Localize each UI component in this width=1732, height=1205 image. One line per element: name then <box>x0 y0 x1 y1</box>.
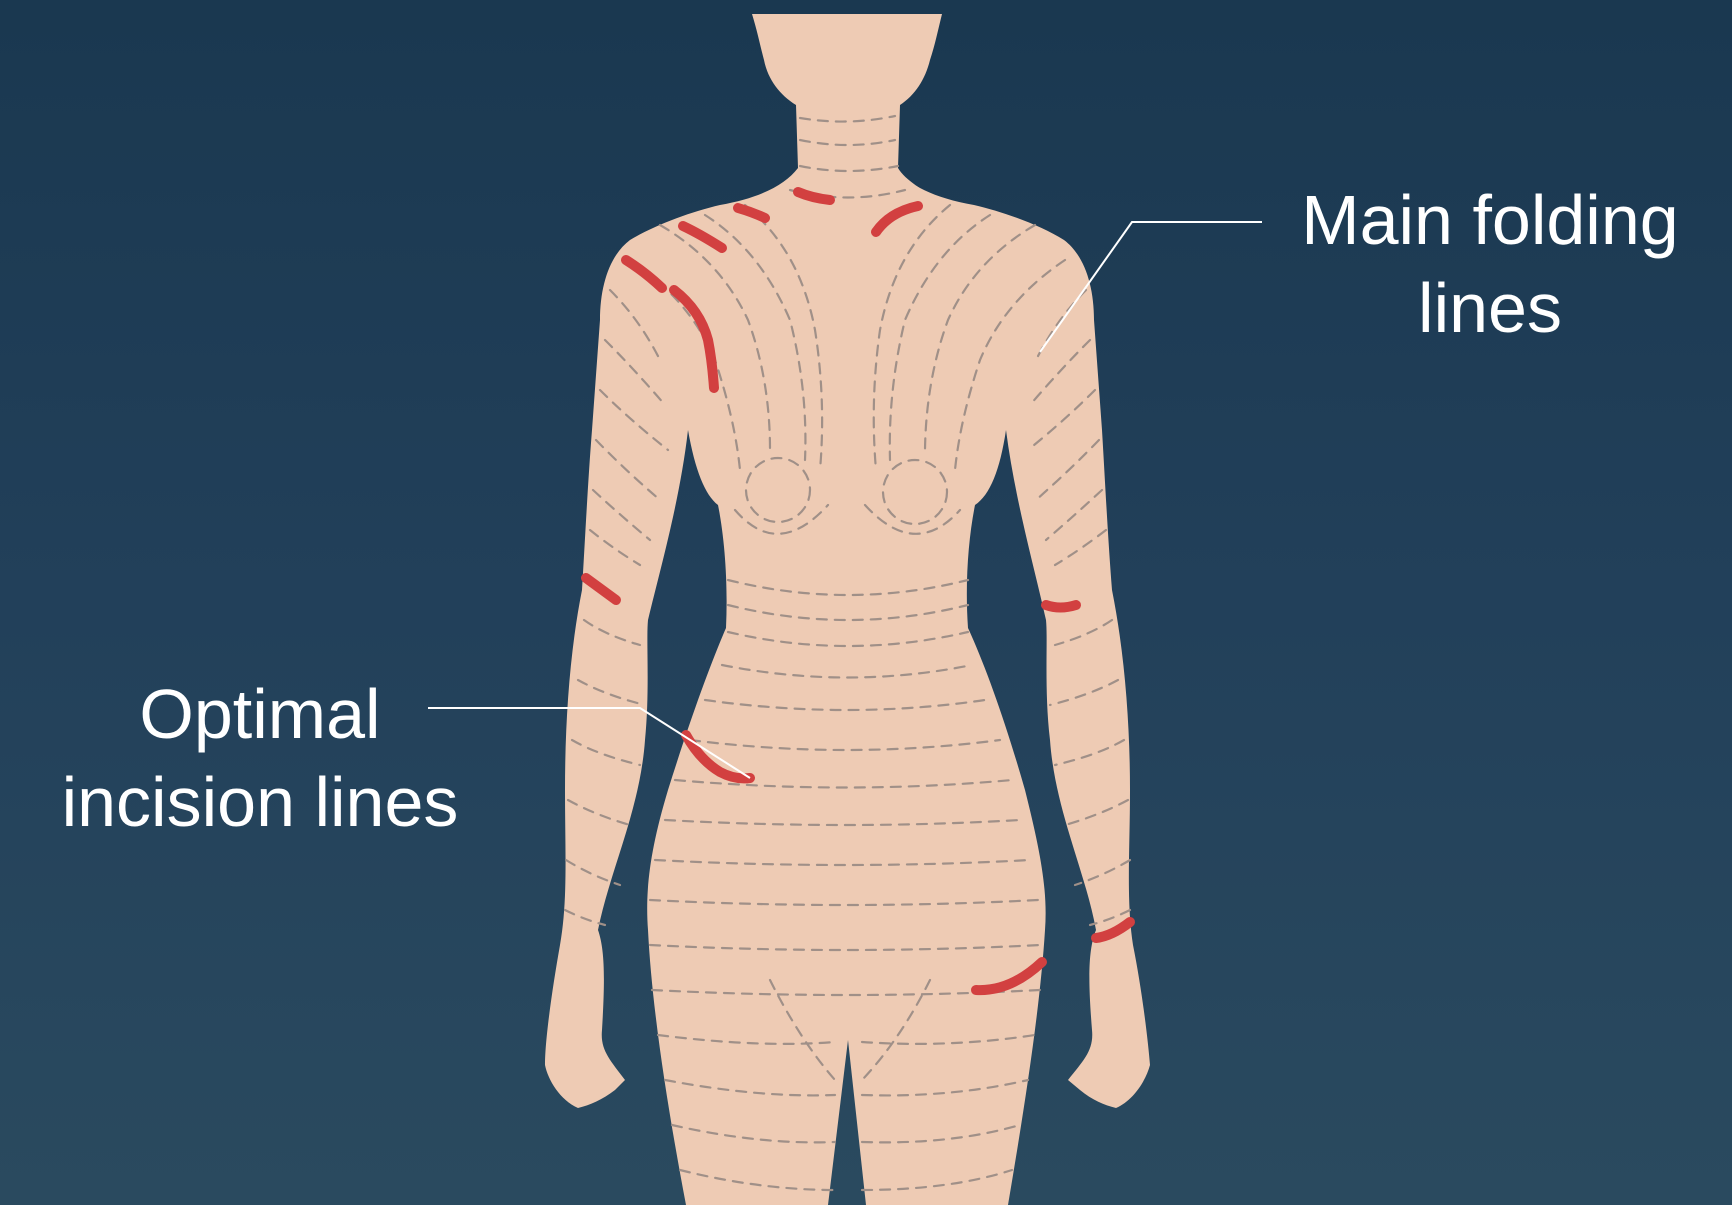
optimal-incision-label-line-2: incision lines <box>30 758 490 846</box>
main-folding-label-line-1: Main folding <box>1270 176 1710 264</box>
optimal-incision-label-line-1: Optimal <box>30 670 490 758</box>
main-folding-lines-label: Main folding lines <box>1270 176 1710 352</box>
optimal-incision-lines-label: Optimal incision lines <box>30 670 490 846</box>
main-folding-label-line-2: lines <box>1270 264 1710 352</box>
